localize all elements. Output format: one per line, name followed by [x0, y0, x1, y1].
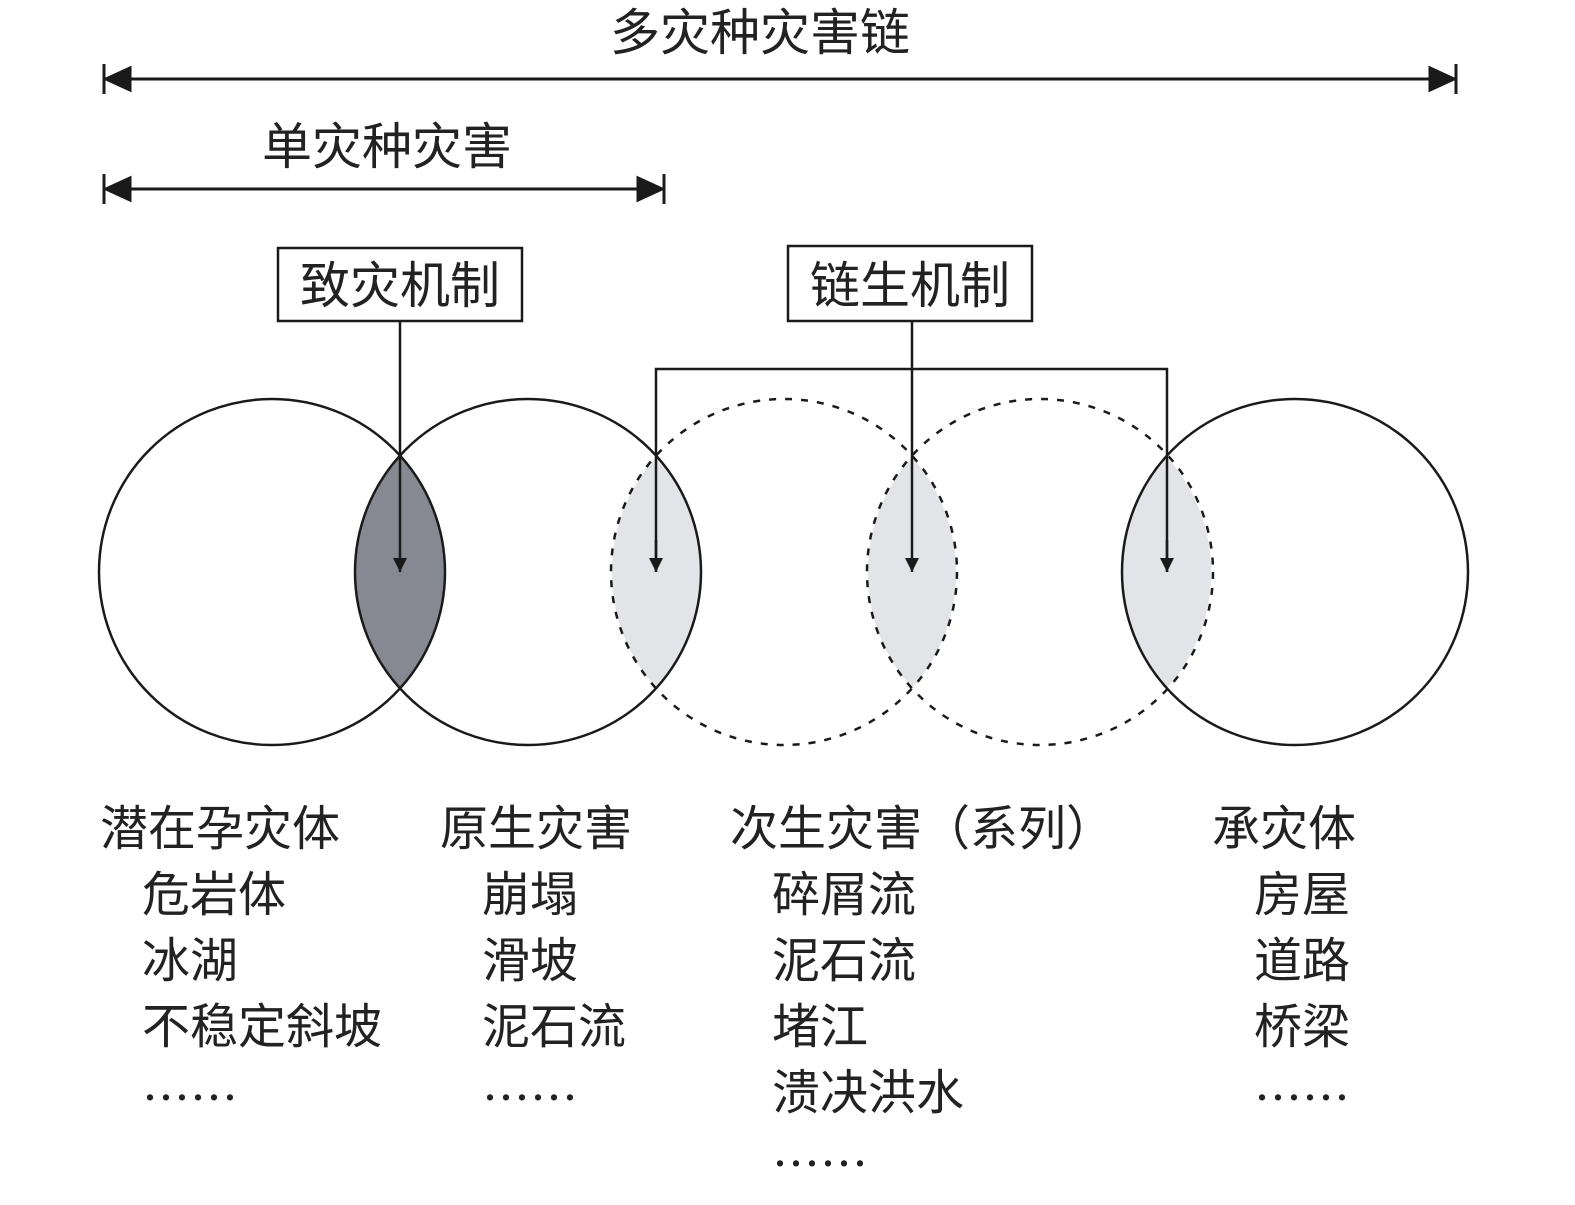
chain-intersection-lens-1: [611, 457, 701, 688]
chain-mechanism-box: [786, 244, 1034, 323]
list-item: 桥梁: [1254, 999, 1350, 1055]
column-header: 承灾体: [1212, 801, 1356, 857]
list-item: 堵江: [772, 999, 868, 1055]
single-hazard-range-arrow: [102, 174, 666, 204]
list-item: 危岩体: [142, 867, 286, 923]
multi-hazard-range-arrow: [102, 64, 1458, 94]
single-hazard-label: 单灾种灾害: [262, 118, 512, 176]
list-item: 不稳定斜坡: [142, 999, 382, 1055]
list-item: 碎屑流: [772, 867, 916, 923]
secondary-hazard-circle-1: [609, 397, 959, 747]
chain-bracket: [654, 367, 1169, 572]
exposed-elements-circle: [1120, 397, 1470, 747]
column-primary-hazard: 原生灾害 崩塌 滑坡 泥石流 ……: [440, 801, 632, 1112]
list-item: 道路: [1254, 933, 1350, 989]
list-item: 泥石流: [772, 933, 916, 989]
list-item: ……: [142, 1056, 238, 1112]
list-item: 崩塌: [482, 867, 578, 923]
potential-hazard-body-circle: [97, 397, 447, 747]
cause-mechanism-label: 致灾机制: [300, 257, 500, 315]
chain-intersection-lens-2: [867, 457, 957, 688]
column-potential-hazard-body: 潜在孕灾体 危岩体 冰湖 不稳定斜坡 ……: [100, 801, 382, 1112]
cause-intersection-lens: [355, 457, 445, 688]
column-header: 潜在孕灾体: [100, 801, 340, 857]
column-header: 次生灾害（系列）: [730, 801, 1114, 857]
list-item: ……: [482, 1056, 578, 1112]
chain-intersection-lens-3: [1122, 457, 1212, 688]
list-item: 溃决洪水: [772, 1065, 964, 1121]
list-item: ……: [1254, 1056, 1350, 1112]
secondary-hazard-circle-2: [865, 397, 1215, 747]
column-secondary-hazard: 次生灾害（系列） 碎屑流 泥石流 堵江 溃决洪水 ……: [730, 801, 1114, 1178]
list-item: 泥石流: [482, 999, 626, 1055]
list-item: 滑坡: [482, 933, 578, 989]
chain-mechanism-label: 链生机制: [810, 257, 1010, 315]
list-item: 房屋: [1254, 867, 1350, 923]
list-item: ……: [772, 1122, 868, 1178]
primary-hazard-circle: [353, 397, 703, 747]
column-exposed-elements: 承灾体 房屋 道路 桥梁 ……: [1212, 801, 1356, 1112]
list-item: 冰湖: [142, 933, 238, 989]
multi-hazard-chain-title: 多灾种灾害链: [610, 4, 910, 62]
column-header: 原生灾害: [440, 801, 632, 857]
